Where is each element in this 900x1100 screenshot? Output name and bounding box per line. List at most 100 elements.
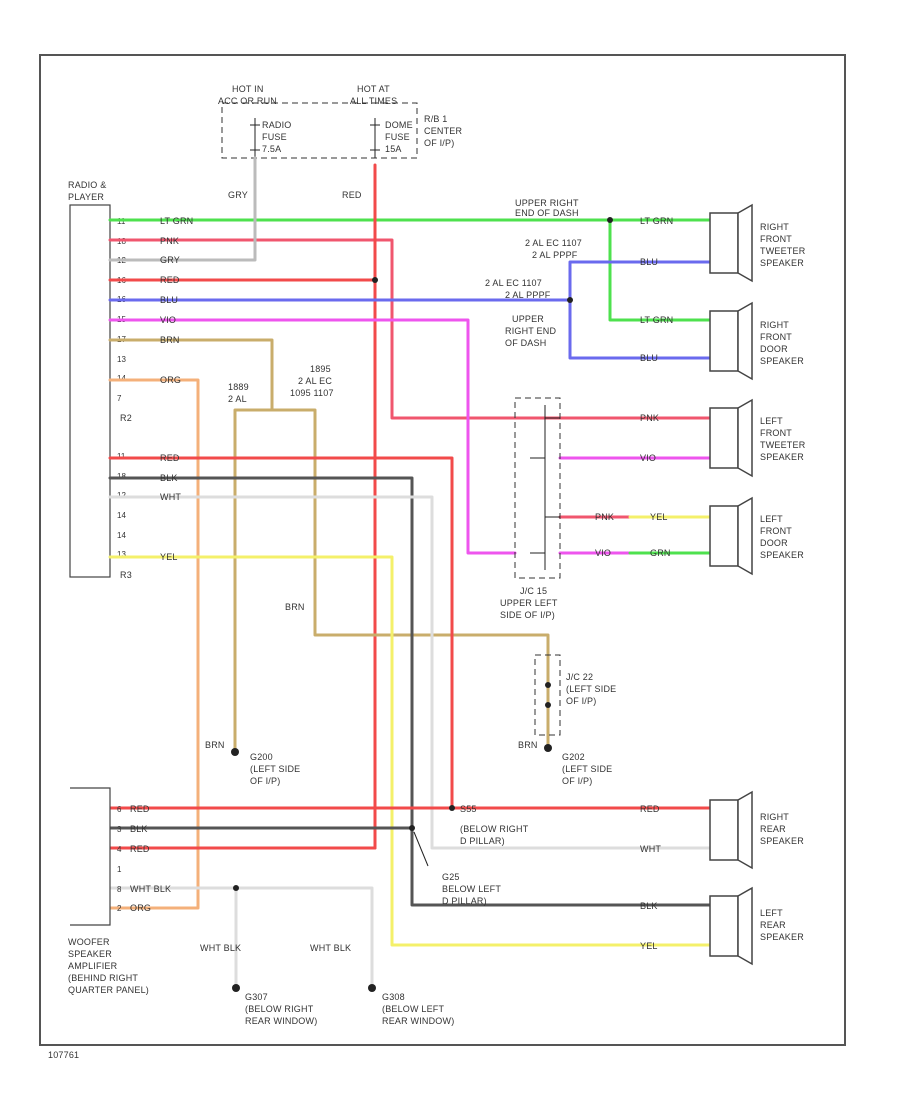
label-grn-door: GRN <box>650 548 671 558</box>
speaker-rf-door-2: FRONT <box>760 332 792 342</box>
dome-fuse-1: DOME <box>385 120 413 130</box>
radio-pin: 13 <box>117 550 126 559</box>
radio-pin: 7 <box>117 394 122 403</box>
radio-fuse-1: RADIO <box>262 120 292 130</box>
amp-title-2: SPEAKER <box>68 949 112 959</box>
jc15-bus <box>530 405 560 570</box>
splice-dot <box>567 297 573 303</box>
label-vio-lf: VIO <box>640 453 656 463</box>
speaker-lr-2: REAR <box>760 920 786 930</box>
diagram-frame <box>39 54 846 1046</box>
label-blk: BLK <box>160 473 178 483</box>
fuse-gry-label: GRY <box>228 190 248 200</box>
label-org: ORG <box>160 375 181 385</box>
jc15-label-2: UPPER LEFT <box>500 598 558 608</box>
label-wht-rr: WHT <box>640 844 661 854</box>
speaker-lf-tweeter-3: TWEETER <box>760 440 806 450</box>
jc15-box <box>514 397 561 579</box>
splice-dot <box>607 217 613 223</box>
speaker-rf-tweeter-3: TWEETER <box>760 246 806 256</box>
label-wht: WHT <box>160 492 181 502</box>
speaker-right-front-tweeter <box>709 203 753 283</box>
radio-title-1: RADIO & <box>68 180 106 190</box>
ground-g1-1: G200 <box>250 752 273 762</box>
speaker-left-rear <box>709 886 753 966</box>
dome-fuse-symbol <box>370 118 380 158</box>
splice-jc-mid-2: 2 AL EC <box>298 376 332 386</box>
label-brn-mid: BRN <box>285 602 305 612</box>
ground-g5-1: G307 <box>245 992 268 1002</box>
label-yel-door: YEL <box>650 512 668 522</box>
ground-g1 <box>231 748 239 756</box>
splice-upper-right-2-1: UPPER <box>512 314 544 324</box>
wire-blk <box>108 476 712 907</box>
amp-pin: 4 <box>117 845 122 854</box>
label-blu: BLU <box>160 295 178 305</box>
ground-g6-2: (BELOW LEFT <box>382 1004 445 1014</box>
ground-g5-3: REAR WINDOW) <box>245 1016 317 1026</box>
label-brn: BRN <box>160 335 180 345</box>
speaker-lf-tweeter-1: LEFT <box>760 416 783 426</box>
fuse-location-1: R/B 1 <box>424 114 448 124</box>
splice-dot <box>409 825 415 831</box>
ground-g6-1: G308 <box>382 992 405 1002</box>
radio-title-2: PLAYER <box>68 192 104 202</box>
jc15-label-1: J/C 15 <box>520 586 547 596</box>
label-amp-red: RED <box>130 804 150 814</box>
radio-fuse-3: 7.5A <box>262 144 281 154</box>
label-wht-blk-g2: WHT BLK <box>310 943 351 953</box>
amp-pin: 2 <box>117 904 122 913</box>
speaker-rr-1: RIGHT <box>760 812 789 822</box>
speaker-lf-door-1: LEFT <box>760 514 783 524</box>
wire-blu-upper <box>568 260 712 302</box>
jc22-box <box>534 654 561 736</box>
label-pnk: PNK <box>160 236 179 246</box>
ground-g4-2: BELOW LEFT <box>442 884 501 894</box>
label-amp-org: ORG <box>130 903 151 913</box>
amplifier-unit <box>70 787 111 926</box>
wire-blu <box>108 298 712 360</box>
splice-dot <box>233 885 239 891</box>
label-yel-lr: YEL <box>640 941 658 951</box>
fuse-box-outline <box>221 102 418 159</box>
radio-connector-1: R2 <box>120 413 132 423</box>
label-amp-red-2: RED <box>130 844 150 854</box>
speaker-lf-door-3: DOOR <box>760 538 788 548</box>
label-red-rr: RED <box>640 804 660 814</box>
ground-g1-3: OF I/P) <box>250 776 280 786</box>
jc15-label-3: SIDE OF I/P) <box>500 610 555 620</box>
label-lt-grn-rt: LT GRN <box>640 216 673 226</box>
fuse-red-label: RED <box>342 190 362 200</box>
speaker-right-front-door <box>709 301 753 381</box>
amp-title-1: WOOFER <box>68 937 110 947</box>
label-amp-blk: BLK <box>130 824 148 834</box>
amp-title-4: (BEHIND RIGHT <box>68 973 138 983</box>
speaker-right-rear <box>709 790 753 870</box>
radio-pin: 13 <box>117 355 126 364</box>
speaker-rf-tweeter-4: SPEAKER <box>760 258 804 268</box>
splice-jc-mid-1: 1895 <box>310 364 331 374</box>
fuse-location-3: OF I/P) <box>424 138 454 148</box>
label-amp-wht-blk: WHT BLK <box>130 884 171 894</box>
jc22-label-3: OF I/P) <box>566 696 596 706</box>
wire-yel <box>108 555 712 947</box>
ground-g4-3: D PILLAR) <box>442 896 487 906</box>
label-blu-door: BLU <box>640 353 658 363</box>
label-red-2: RED <box>160 453 180 463</box>
ground-g2-brn: BRN <box>518 740 538 750</box>
ground-g6-3: REAR WINDOW) <box>382 1016 454 1026</box>
wire-wht <box>108 495 712 850</box>
ground-g2-1: G202 <box>562 752 585 762</box>
label-yel: YEL <box>160 552 178 562</box>
radio-fuse-2: FUSE <box>262 132 287 142</box>
speaker-lf-door-4: SPEAKER <box>760 550 804 560</box>
label-lt-grn-door: LT GRN <box>640 315 673 325</box>
speaker-lr-3: SPEAKER <box>760 932 804 942</box>
dome-fuse-3: 15A <box>385 144 402 154</box>
wire-pnk <box>108 238 712 420</box>
jc22-label-2: (LEFT SIDE <box>566 684 616 694</box>
splice-upper-right-2: END OF DASH <box>515 208 579 218</box>
amp-title-5: QUARTER PANEL) <box>68 985 149 995</box>
ground-g6 <box>368 984 376 992</box>
wire-org <box>108 378 200 910</box>
